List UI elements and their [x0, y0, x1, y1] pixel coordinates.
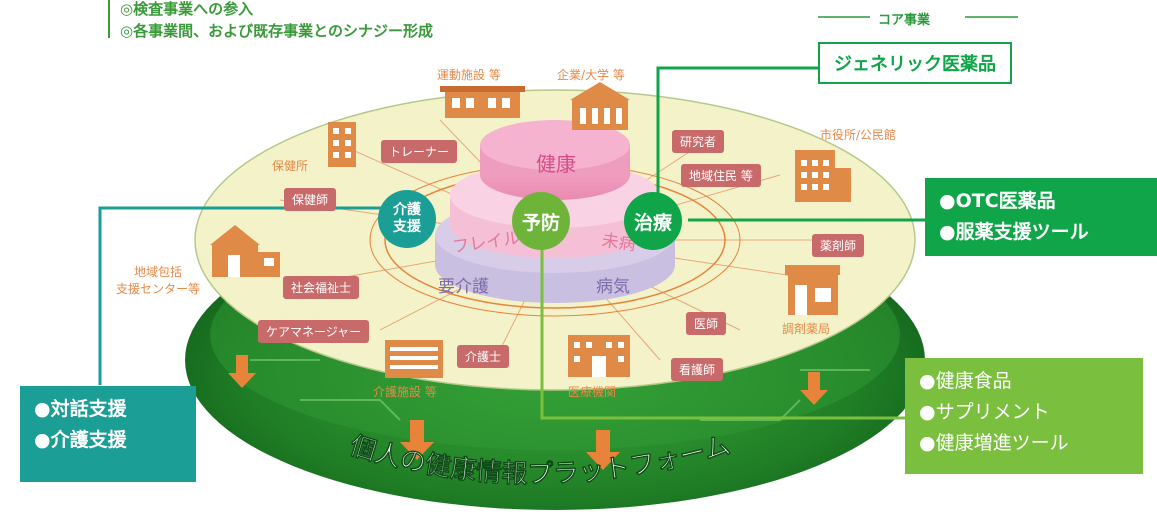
community-center-icon — [210, 225, 280, 277]
org-pharmacy: 調剤薬局 — [782, 322, 831, 336]
platform-label: 個人の健康情報プラットフォーム — [345, 430, 734, 490]
care-support-circle: 介護 支援 — [378, 190, 436, 248]
otc-box: ●OTC医薬品 ●服薬支援ツール — [925, 178, 1157, 256]
org-company-university: 企業/大学 等 — [557, 68, 625, 82]
generic-drugs-box: ジェネリック医薬品 — [818, 42, 1012, 84]
health-tool-item: ●健康増進ツール — [919, 432, 1069, 454]
role-trainer: トレーナー — [381, 140, 458, 163]
role-doctor: 医師 — [686, 312, 727, 335]
org-community-center: 地域包括 支援センター等 — [116, 265, 201, 296]
role-social-worker: 社会福祉士 — [283, 276, 360, 299]
health-label: 健康 — [536, 152, 576, 176]
medication-support-item: ●服薬支援ツール — [939, 221, 1089, 243]
disease-label: 病気 — [596, 277, 630, 297]
pharmacy-icon — [785, 265, 840, 315]
prevention-circle: 予防 — [512, 192, 570, 250]
down-arrows — [228, 355, 828, 470]
sports-facility-icon — [440, 86, 525, 118]
dialog-support-item: ●対話支援 — [34, 398, 127, 420]
company-building-icon — [570, 82, 630, 130]
org-city-hall: 市役所/公民館 — [820, 128, 897, 142]
role-caregiver: 介護士 — [457, 345, 510, 368]
care-facility-icon — [385, 340, 443, 378]
intro-bar — [108, 0, 110, 38]
city-hall-icon — [795, 150, 851, 202]
care-support-item: ●介護支援 — [34, 429, 127, 451]
core-business-label: コア事業 — [878, 13, 931, 28]
otc-item: ●OTC医薬品 — [939, 190, 1056, 212]
svg-text:個人の健康情報プラットフォーム: 個人の健康情報プラットフォーム — [345, 431, 733, 490]
hospital-icon — [568, 335, 630, 377]
role-public-nurse: 保健師 — [284, 188, 337, 211]
role-pharmacist: 薬剤師 — [812, 234, 865, 257]
role-care-manager: ケアマネージャー — [258, 320, 370, 343]
health-center-icon — [328, 122, 356, 167]
treatment-circle: 治療 — [624, 192, 682, 250]
supplement-item: ●サプリメント — [919, 401, 1050, 423]
care-support-box: ●対話支援 ●介護支援 — [20, 386, 196, 482]
care-needed-label: 要介護 — [438, 277, 489, 297]
org-hospital: 医療機関 — [568, 385, 617, 399]
health-food-item: ●健康食品 — [919, 370, 1012, 392]
platform-label-svg: 個人の健康情報プラットフォーム — [345, 430, 734, 490]
intro-line-1: ◎検査事業への参入 — [120, 0, 254, 18]
org-care-facility: 介護施設 等 — [373, 385, 437, 399]
role-nurse: 看護師 — [671, 358, 724, 381]
health-products-box: ●健康食品 ●サプリメント ●健康増進ツール — [905, 358, 1143, 474]
intro-line-2: ◎各事業間、および既存事業とのシナジー形成 — [120, 22, 433, 40]
org-health-center: 保健所 — [272, 159, 309, 173]
role-residents: 地域住民 等 — [681, 164, 761, 187]
org-sports-facility: 運動施設 等 — [437, 68, 501, 82]
role-researcher: 研究者 — [672, 130, 725, 153]
